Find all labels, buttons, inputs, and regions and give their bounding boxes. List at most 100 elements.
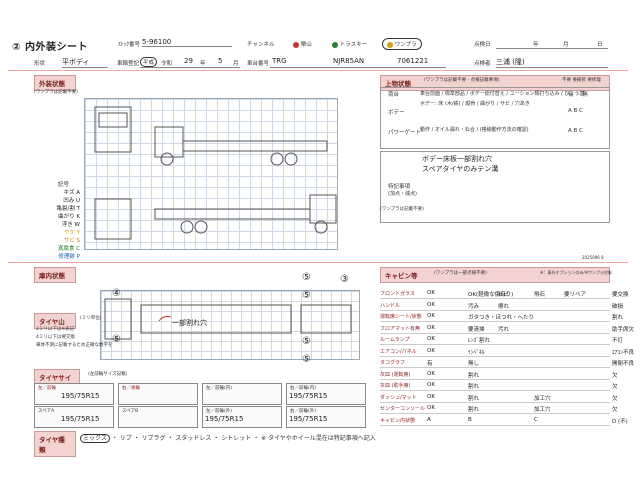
cabin-option[interactable]: 欠: [612, 407, 618, 413]
tire-kind-option[interactable]: リブ: [119, 435, 132, 442]
cabin-row-label: キャビン内状態: [380, 417, 416, 424]
cabin-option[interactable]: OK: [427, 313, 435, 319]
cabin-option[interactable]: 加工穴: [534, 395, 551, 402]
legend-item: キズ A: [63, 190, 80, 196]
tire-kind-option[interactable]: シトレット: [221, 435, 252, 442]
cabin-option[interactable]: 要清掃: [468, 326, 485, 333]
channel-option-3[interactable]: ワンプラ: [382, 38, 422, 50]
cabin-option[interactable]: 割れ: [612, 315, 624, 321]
date-month-unit: 月: [563, 42, 569, 48]
tire-cell[interactable]: スペアB: [118, 406, 198, 428]
channel-option-2[interactable]: トラスキー: [332, 40, 367, 48]
upper-item-check[interactable]: A B C: [568, 108, 583, 114]
tire-rule-2: 4ミリ以下は要交換: [36, 335, 75, 340]
cabin-row-label: エアコン/パネル: [380, 348, 417, 355]
cabin-option[interactable]: 割れ: [468, 395, 480, 402]
channel-option-1[interactable]: 栗山: [293, 40, 312, 48]
divider: [8, 70, 628, 71]
cabin-option[interactable]: OK: [427, 405, 435, 411]
cabin-option[interactable]: ヒビ: [498, 292, 510, 298]
cabin-option[interactable]: 割れ: [468, 384, 480, 390]
cabin-option[interactable]: OK: [427, 347, 435, 354]
cabin-option[interactable]: 欠: [612, 384, 618, 390]
date-day-unit: 日: [597, 42, 603, 48]
cabin-option[interactable]: OK: [427, 290, 435, 296]
cabin-option[interactable]: B: [468, 416, 472, 423]
tire-cell[interactable]: 左／前輪(内): [202, 383, 282, 405]
upper-item-label: ボデー: [388, 110, 405, 116]
cabin-option[interactable]: 要リペア: [564, 292, 587, 298]
cabin-option[interactable]: OK: [427, 382, 435, 388]
cabin-option[interactable]: OK: [427, 336, 435, 342]
inspector-name: 三浦 (隆): [496, 57, 608, 68]
tire-cell[interactable]: 右／前輪(内)195/75R15: [286, 383, 366, 405]
tire-kind-option[interactable]: リブラグ: [141, 435, 166, 442]
cabin-row-label: 灰皿 (助手席): [380, 383, 411, 389]
cabin-option[interactable]: 欠: [612, 372, 618, 379]
cabin-option[interactable]: ｲﾝﾍﾟﾈﾙ: [468, 349, 485, 356]
upper-item-check[interactable]: 有 ・ 無: [568, 92, 588, 98]
tire-rule-1: 2ミリ以下は※表記: [36, 327, 75, 332]
tire-size-note: (左前輪サイズ記載): [88, 372, 128, 377]
tire-cell[interactable]: 右／後輪: [118, 383, 198, 405]
cabin-option[interactable]: 欠: [612, 395, 618, 402]
reg-year-unit: 年: [200, 61, 206, 67]
reg-month-unit: 月: [233, 61, 239, 67]
reg-year: 29: [184, 57, 193, 65]
cabin-option[interactable]: 要交換: [612, 292, 629, 298]
cabin-row: 灰皿 (助手席) OK 割れ 欠: [380, 380, 618, 391]
cabin-option[interactable]: 有: [427, 361, 433, 367]
cabin-side-note: ※：車外オプションのみ/※ワンプラ対象: [540, 270, 612, 275]
cabin-option[interactable]: C: [534, 416, 538, 423]
cabin-row-label: センターコンソール: [380, 406, 426, 412]
legend-item: 曲がり K: [58, 214, 80, 220]
green-dot-icon: [332, 41, 338, 48]
tire-cell[interactable]: 左／前輪(外)195/75R15: [202, 406, 282, 428]
upper-item-label: パワーゲート: [388, 130, 422, 136]
inspector-label: 点検者: [474, 61, 491, 67]
cabin-option[interactable]: 開閉不良: [612, 361, 635, 367]
cabin-option[interactable]: OK: [427, 301, 435, 308]
cabin-option[interactable]: OK: [427, 393, 435, 400]
legend-item: 修理跡 P: [58, 254, 80, 260]
cabin-option[interactable]: ﾚﾝｽﾞ割れ: [468, 338, 491, 344]
cabin-option[interactable]: D (不): [612, 418, 628, 425]
cabin-head: キャビン等: [380, 267, 610, 283]
cabin-option[interactable]: 割れ: [468, 407, 480, 413]
cabin-option[interactable]: 汚み: [468, 303, 480, 310]
model-label: 車台番号: [247, 61, 270, 67]
interior-diagram[interactable]: [100, 290, 360, 360]
cabin-option[interactable]: OK(軽微な傷有り): [468, 292, 514, 298]
tire-kind-option[interactable]: スタッドレス: [175, 435, 212, 442]
cabin-option[interactable]: 加工穴: [534, 407, 551, 413]
serial-number: 7061221: [397, 57, 429, 65]
stock-number: 5-96100: [142, 38, 232, 47]
cabin-row-label: ルームランプ: [380, 337, 410, 343]
tread-value: ④: [112, 288, 121, 299]
cabin-option[interactable]: OK: [427, 370, 435, 377]
tire-rule-3: 車体不測に記載するため正確な数字を: [36, 343, 113, 348]
tire-kind-option[interactable]: ミックス: [80, 434, 110, 443]
exterior-diagram[interactable]: [84, 98, 338, 250]
cabin-option[interactable]: 割れ: [468, 372, 480, 379]
cabin-option[interactable]: ガタつき・ほつれ・へたり: [468, 315, 535, 321]
cabin-option[interactable]: A: [427, 416, 431, 423]
cabin-option[interactable]: 不灯: [612, 338, 624, 344]
cabin-option[interactable]: 助手席欠: [612, 326, 635, 333]
cabin-option[interactable]: OK: [427, 324, 435, 331]
cabin-option[interactable]: 擦れ: [498, 303, 510, 310]
era-reiwa[interactable]: 令和: [161, 61, 173, 67]
cabin-option[interactable]: ｴｱｺﾝ不良: [612, 349, 635, 356]
cabin-option[interactable]: 汚れ: [498, 326, 510, 333]
cabin-option[interactable]: 飛石: [534, 292, 546, 298]
tire-cell[interactable]: 右／前輪(外)195/75R15: [286, 406, 366, 428]
era-heisei[interactable]: 平成: [140, 57, 158, 67]
cabin-option[interactable]: 破損: [612, 303, 624, 310]
cabin-option[interactable]: 無し: [468, 361, 480, 367]
upper-item-check[interactable]: A B C: [568, 128, 583, 134]
cabin-row-label: 灰皿 (運転席): [380, 371, 411, 378]
